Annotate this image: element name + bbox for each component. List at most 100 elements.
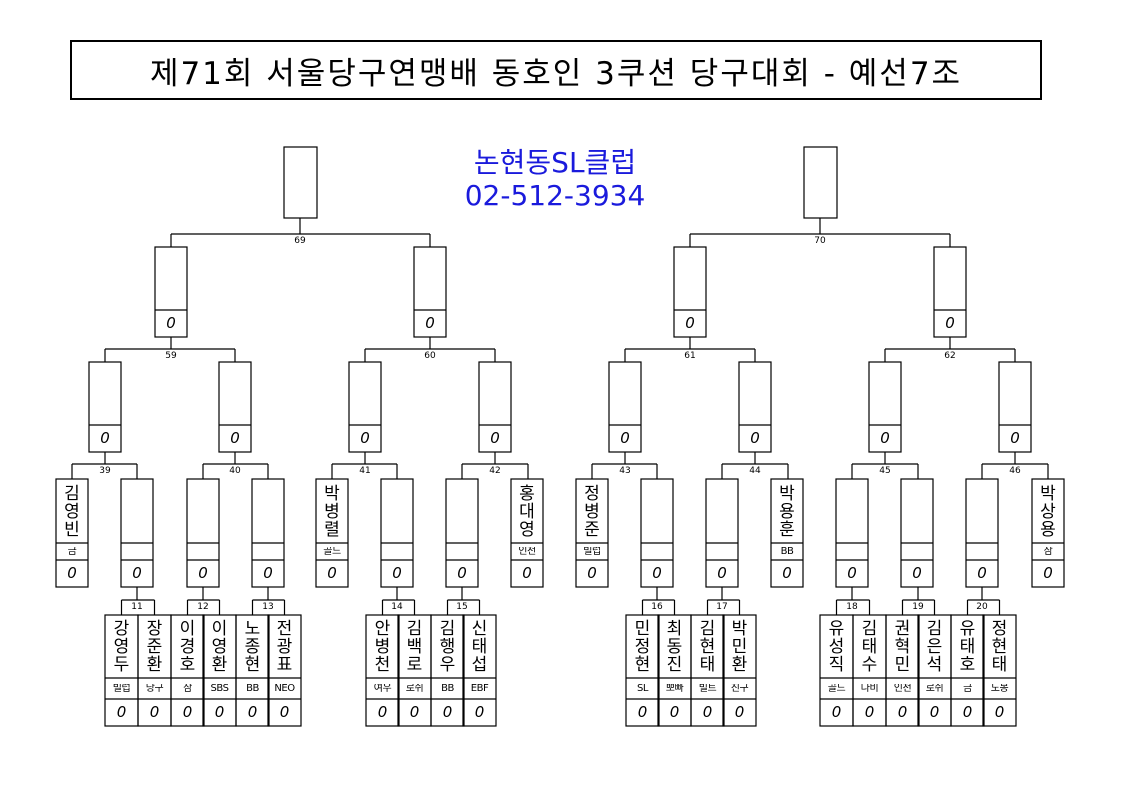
match-number: 20 [976,602,988,612]
match-number: 19 [912,602,924,612]
score-mark: 0 [847,564,857,582]
name-char: 김 [64,484,80,504]
player-club: 나비 [860,684,879,694]
player-club: 친구 [730,684,749,694]
name-char: 김 [406,619,423,639]
name-char: 강 [113,619,130,639]
name-char: 박 [324,484,340,504]
match-number: 69 [294,236,306,246]
name-char: 대 [519,502,535,522]
score-mark: 0 [717,564,727,582]
score-mark: 0 [409,703,420,721]
name-char: 정 [991,619,1008,639]
score-mark: 0 [230,429,240,447]
name-char: 현 [244,655,261,675]
match-number: 62 [944,351,956,361]
name-char: 정 [634,637,651,657]
score-mark: 0 [116,703,127,721]
name-char: 환 [146,655,163,675]
score-mark: 0 [392,564,402,582]
name-char: 권 [894,619,911,639]
match-number: 12 [197,602,209,612]
name-char: 병 [324,502,340,522]
name-char: 행 [439,637,456,657]
player-box [462,614,497,727]
name-char: 병 [584,502,600,522]
name-char: 수 [861,655,878,675]
name-char: 환 [731,655,748,675]
name-char: 호 [959,655,976,675]
slot-box [510,478,544,588]
name-char: 태 [959,637,976,657]
name-char: 렬 [324,520,340,540]
name-char: 백 [406,637,423,657]
score-mark: 0 [637,703,648,721]
player-box [365,614,400,727]
match-number: 43 [619,466,631,476]
player-club: 로쉬 [405,684,424,694]
slot-box [55,478,89,588]
player-club: 삼 [1043,547,1053,557]
match-number: 42 [489,466,501,476]
name-char: 홍 [519,484,535,504]
score-mark: 0 [166,314,176,332]
name-char: 이 [179,619,196,639]
score-mark: 0 [912,564,922,582]
match-number: 13 [262,602,274,612]
match-number: 15 [456,602,468,612]
name-char: 민 [894,655,911,675]
name-char: 우 [439,655,456,675]
score-mark: 0 [490,429,500,447]
score-mark: 0 [897,703,908,721]
match-number: 41 [359,466,371,476]
player-club: 금 [67,547,77,557]
player-club: 삼 [183,684,192,694]
name-char: 진 [666,655,683,675]
name-char: 용 [1040,520,1056,540]
slot-box [575,478,609,588]
name-char: 표 [276,655,293,675]
player-box [885,614,920,727]
slot-box [770,478,804,588]
player-club: 당구 [145,684,164,694]
score-mark: 0 [327,564,337,582]
player-box [982,614,1017,727]
score-mark: 0 [929,703,940,721]
match-number: 11 [131,602,143,612]
match-number: 46 [1009,466,1021,476]
player-box [267,614,302,727]
player-box [170,614,205,727]
score-mark: 0 [1043,564,1053,582]
score-mark: 0 [977,564,987,582]
page-title: 제71회 서울당구연맹배 동호인 3쿠션 당구대회 - 예선7조 [149,55,963,92]
score-mark: 0 [669,703,680,721]
score-mark: 0 [1010,429,1020,447]
name-char: 석 [926,655,943,675]
name-char: 김 [439,619,456,639]
name-char: 훈 [779,520,795,540]
score-mark: 0 [360,429,370,447]
name-char: 태 [861,637,878,657]
player-box [235,614,270,727]
name-char: 장 [146,619,163,639]
score-mark: 0 [474,703,485,721]
player-club: NEO [274,684,295,694]
match-number: 44 [749,466,761,476]
name-char: 태 [699,655,716,675]
name-char: 빈 [64,520,80,540]
score-mark: 0 [652,564,662,582]
player-club: SL [637,684,648,694]
score-mark: 0 [263,564,273,582]
